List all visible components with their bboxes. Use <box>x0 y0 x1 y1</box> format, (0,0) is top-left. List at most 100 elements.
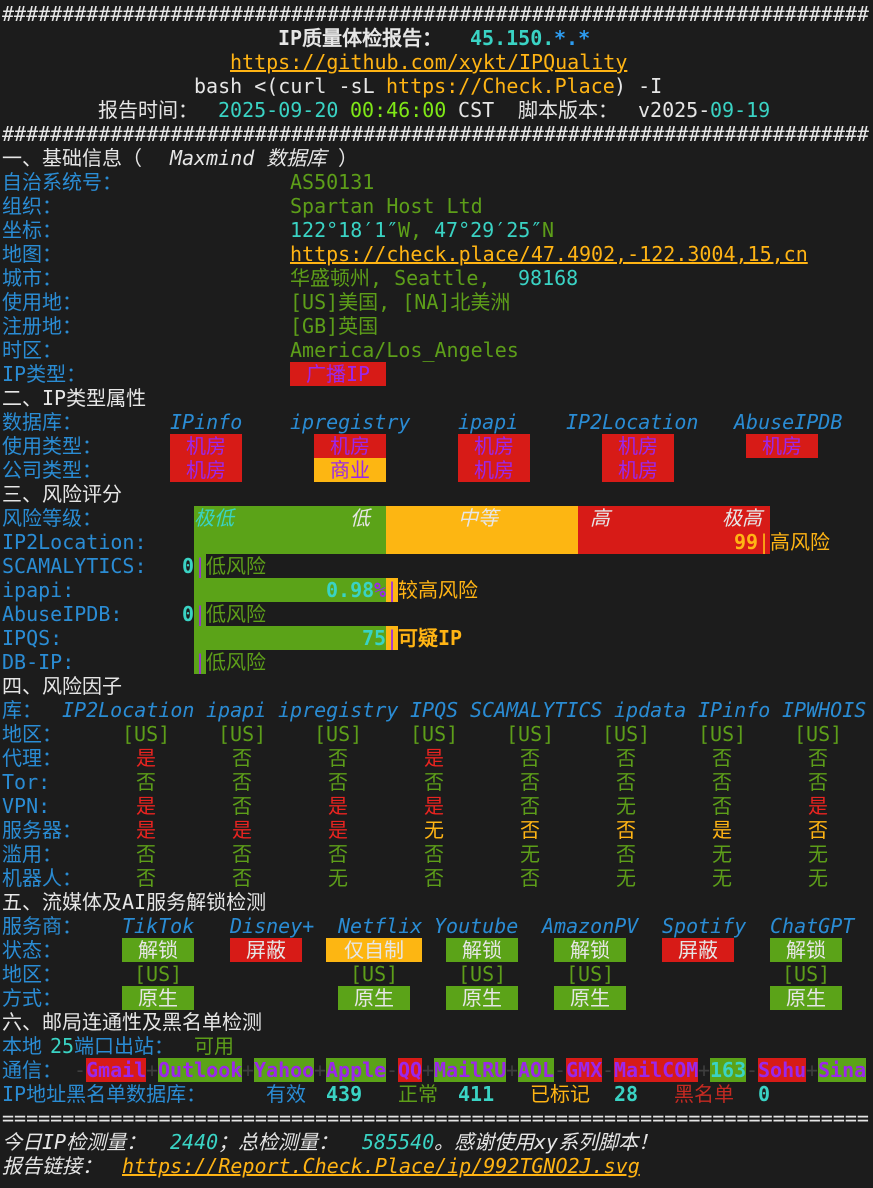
risk-factor-cell: 否 <box>232 746 252 770</box>
clean-label: 正常 <box>398 1082 438 1106</box>
risk-factor-cell: [US] <box>602 722 651 746</box>
risk-factor-cell: 是 <box>424 794 444 818</box>
db-name: IP2Location <box>62 698 195 722</box>
registered-location-label: 注册地： <box>2 314 82 338</box>
ip-type-label: IP类型： <box>2 362 87 386</box>
risk-row-ip2location: IP2Location: 99 | 高风险 <box>0 530 873 554</box>
db-name: ipregistry <box>290 410 411 434</box>
risk-marker: | <box>758 530 771 554</box>
risk-factor-row-server: 服务器： 是 是 是 无 否 否 是 否 <box>0 818 873 842</box>
mail-provider-badge: 163 <box>710 1058 747 1082</box>
service-region: [US] <box>458 962 507 986</box>
risk-verdict: 低风险 <box>206 554 266 578</box>
map-row: 地图： https://check.place/47.4902,-122.300… <box>0 242 873 266</box>
risk-factor-cell: [US] <box>794 722 843 746</box>
report-time-label: 报告时间： <box>98 98 198 122</box>
company-type-badge: 机房 <box>170 458 242 482</box>
hash-rule: ########################################… <box>2 122 869 146</box>
command-line: bash <(curl -sL https://Check.Place ) -I <box>0 74 873 98</box>
connection-separator: + <box>422 1058 435 1082</box>
risk-factor-cell: 否 <box>520 770 540 794</box>
timezone-label: 时区： <box>2 338 62 362</box>
connection-separator: + <box>698 1058 711 1082</box>
report-time-line: 报告时间： 2025-09-20 00:46:00 CST 脚本版本： v202… <box>0 98 873 122</box>
connection-separator: + <box>314 1058 327 1082</box>
report-link[interactable]: https://Report.Check.Place/ip/992TGNO2J.… <box>122 1154 640 1178</box>
command-url-link[interactable]: https://Check.Place <box>386 74 615 98</box>
risk-factor-cell: 无 <box>424 818 444 842</box>
repo-link[interactable]: https://github.com/xykt/IPQuality <box>230 50 628 74</box>
risk-factor-cell: 否 <box>808 818 828 842</box>
usage-type-badge: 机房 <box>602 434 674 458</box>
command-prefix: bash <(curl -sL <box>194 74 387 98</box>
map-link[interactable]: https://check.place/47.4902,-122.3004,15… <box>290 242 808 266</box>
method-label: 方式： <box>2 986 62 1010</box>
streaming-region-row: 地区： [US] [US] [US] [US] [US] <box>0 962 873 986</box>
marked-count: 28 <box>614 1082 639 1106</box>
risk-factor-cell: [US] <box>698 722 747 746</box>
connection-separator: - <box>554 1058 567 1082</box>
scale-very-low: 极低 <box>194 506 234 530</box>
db-name: IPinfo <box>698 698 771 722</box>
marked-label: 已标记 <box>530 1082 590 1106</box>
risk-score-value: 99 <box>734 530 759 554</box>
risk-factor-cell: 是 <box>136 794 156 818</box>
connection-separator: + <box>506 1058 519 1082</box>
connection-separator: - <box>74 1058 87 1082</box>
risk-factor-label: Tor: <box>2 770 51 794</box>
risk-verdict: 高风险 <box>770 530 830 554</box>
mail-provider-badge: Sina <box>818 1058 867 1082</box>
port25-label-suffix: 端口出站： <box>74 1034 174 1058</box>
service-method-badge: 原生 <box>446 986 518 1010</box>
usage-stats-line: 今日IP检测量： 2440 ；总检测量： 585540 。感谢使用xy系列脚本！ <box>0 1130 873 1154</box>
db-name: ipapi <box>458 410 519 434</box>
risk-factor-cell: 否 <box>136 842 156 866</box>
risk-factors-header: 库： IP2Location ipapi ipregistry IPQS SCA… <box>0 698 873 722</box>
service-name: Spotify <box>662 914 747 938</box>
mail-provider-badge: GMX <box>566 1058 603 1082</box>
usage-location-label: 使用地： <box>2 290 82 314</box>
risk-factor-label: 机器人： <box>2 866 82 890</box>
title-label: IP质量体检报告： <box>278 26 443 50</box>
mail-providers-row: 通信： - Gmail + Outlook + Yahoo + Apple - … <box>0 1058 873 1082</box>
asn-value: AS50131 <box>290 170 375 194</box>
scale-medium: 中等 <box>458 506 498 530</box>
risk-score-value: 0 <box>182 554 195 578</box>
risk-factor-cell: 否 <box>616 746 636 770</box>
risk-factor-row-abuse: 滥用： 否 否 否 否 无 否 无 无 <box>0 842 873 866</box>
company-type-badge: 机房 <box>602 458 674 482</box>
risk-factor-cell: 是 <box>328 794 348 818</box>
port25-row: 本地 25 端口出站： 可用 <box>0 1034 873 1058</box>
section-risk-factors-title: 四、风险因子 <box>0 674 873 698</box>
thanks-message: 。感谢使用xy系列脚本！ <box>434 1130 659 1154</box>
postal-code: 98168 <box>518 266 579 290</box>
risk-factor-cell: 否 <box>424 842 444 866</box>
risk-scale-low-segment <box>194 506 386 554</box>
risk-factor-cell: 否 <box>424 770 444 794</box>
usage-type-badge: 机房 <box>458 434 530 458</box>
connection-separator: + <box>146 1058 159 1082</box>
header-rule-top: ########################################… <box>0 2 873 26</box>
db-name: SCAMALYTICS <box>470 698 603 722</box>
organization-label: 组织： <box>2 194 62 218</box>
usage-type-badge: 机房 <box>746 434 818 458</box>
risk-row-abuseipdb: AbuseIPDB: 0 | 低风险 <box>0 602 873 626</box>
section-title: 五、流媒体及AI服务解锁检测 <box>2 890 267 914</box>
risk-factor-cell: 否 <box>520 818 540 842</box>
service-status-badge: 仅自制 <box>326 938 422 962</box>
risk-factor-cell: 无 <box>328 866 348 890</box>
risk-scale-label: 风险等级： <box>2 506 102 530</box>
risk-factor-label: 服务器： <box>2 818 82 842</box>
version-label: 脚本版本： <box>518 98 618 122</box>
ip-type-db-header: 数据库： IPinfo ipregistry ipapi IP2Location… <box>0 410 873 434</box>
risk-score-value: 0 <box>182 602 195 626</box>
city-row: 城市： 华盛顿州, Seattle, 98168 <box>0 266 873 290</box>
risk-source-label: IPQS: <box>2 626 63 650</box>
command-suffix: ) -I <box>614 74 663 98</box>
repo-line: https://github.com/xykt/IPQuality <box>0 50 873 74</box>
risk-factor-cell: 否 <box>136 866 156 890</box>
service-status-badge: 屏蔽 <box>230 938 302 962</box>
section-mail-title: 六、邮局连通性及黑名单检测 <box>0 1010 873 1034</box>
risk-factor-row-vpn: VPN: 是 否 是 是 否 无 否 是 <box>0 794 873 818</box>
